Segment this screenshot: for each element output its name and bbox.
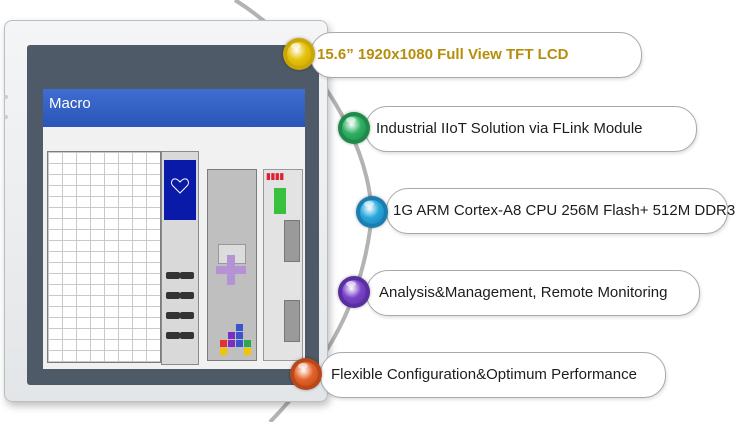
- feature-callout: Flexible Configuration&Optimum Performan…: [320, 352, 666, 398]
- gray-panel: [284, 220, 300, 262]
- screen-title: Macro: [49, 95, 91, 112]
- feature-dot-icon: [290, 358, 322, 390]
- tetris-blocks: [220, 310, 251, 355]
- dpad-icon: [227, 255, 235, 285]
- screen-button: [180, 272, 194, 279]
- gray-panel: [284, 300, 300, 342]
- screen-button: [180, 332, 194, 339]
- screen-button: [180, 292, 194, 299]
- screen-button: [166, 292, 180, 299]
- feature-label: Analysis&Management, Remote Monitoring: [379, 284, 668, 301]
- screen-button: [166, 272, 180, 279]
- side-led: [4, 115, 8, 119]
- feature-label: Industrial IIoT Solution via FLink Modul…: [376, 120, 643, 137]
- feature-dot-icon: [283, 38, 315, 70]
- screen-game-panel: [207, 169, 257, 361]
- screen-button: [180, 312, 194, 319]
- feature-label: 15.6” 1920x1080 Full View TFT LCD: [317, 46, 569, 63]
- feature-dot-icon: [356, 196, 388, 228]
- device-bezel: Macro: [27, 45, 319, 385]
- screen-button: [166, 332, 180, 339]
- feature-dot-icon: [338, 276, 370, 308]
- device-screen: Macro: [43, 89, 305, 369]
- feature-label: 1G ARM Cortex-A8 CPU 256M Flash+ 512M DD…: [393, 202, 736, 219]
- tetris-logo: ▮▮▮▮: [266, 172, 284, 182]
- feature-callout: Analysis&Management, Remote Monitoring: [366, 270, 700, 316]
- screen-title-bar: Macro: [43, 89, 305, 127]
- hmi-device-image: Macro: [4, 20, 328, 402]
- screen-side-panel: ▮▮▮▮: [263, 169, 303, 361]
- feature-callout: Industrial IIoT Solution via FLink Modul…: [365, 106, 697, 152]
- screen-button: [166, 312, 180, 319]
- green-indicator: [274, 188, 286, 214]
- heart-display: [164, 160, 196, 220]
- feature-callout: 15.6” 1920x1080 Full View TFT LCD: [310, 32, 642, 78]
- feature-label: Flexible Configuration&Optimum Performan…: [331, 366, 637, 383]
- screen-heart-panel: [161, 151, 199, 365]
- heart-icon: [171, 178, 189, 194]
- feature-dot-icon: [338, 112, 370, 144]
- feature-callout: 1G ARM Cortex-A8 CPU 256M Flash+ 512M DD…: [386, 188, 735, 234]
- screen-data-table: [47, 151, 161, 363]
- side-led: [4, 95, 8, 99]
